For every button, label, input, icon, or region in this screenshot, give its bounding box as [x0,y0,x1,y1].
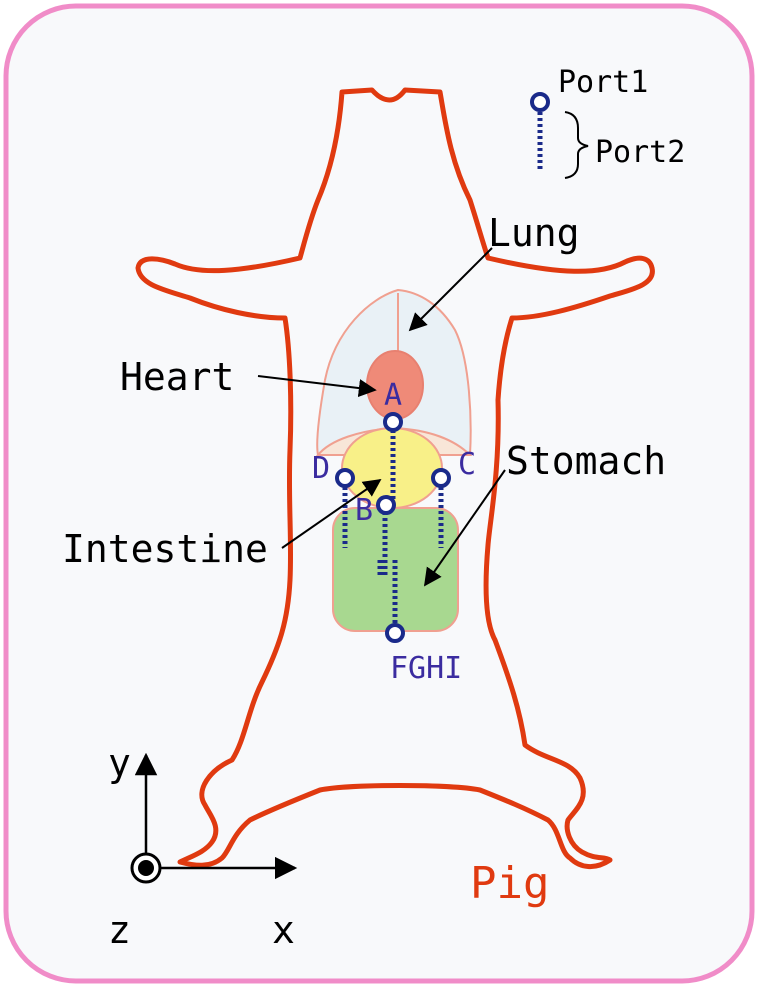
z-axis-label: z [108,908,131,952]
point-c-label: C [458,447,476,482]
point-b-label: B [355,493,373,528]
port-circle-legend [532,94,548,110]
x-axis-label: x [272,908,295,952]
z-axis-dot [138,860,154,876]
port2-label: Port2 [595,135,685,170]
port-circle-a [385,414,401,430]
port-circle-fghi [387,625,403,641]
point-d-label: D [312,451,330,486]
point-a-label: A [384,378,402,413]
port-circle-c [433,470,449,486]
y-axis-label: y [108,741,131,785]
stomach-label: Stomach [506,439,666,483]
intestine-label: Intestine [62,527,268,571]
point-fghi-label: FGHI [390,651,462,686]
heart-label: Heart [120,355,234,399]
port1-label: Port1 [558,65,648,100]
stomach-shape [333,508,458,631]
animal-label: Pig [470,858,549,909]
lung-label: Lung [488,211,580,255]
port-circle-d [337,470,353,486]
port-circle-b [378,497,394,513]
